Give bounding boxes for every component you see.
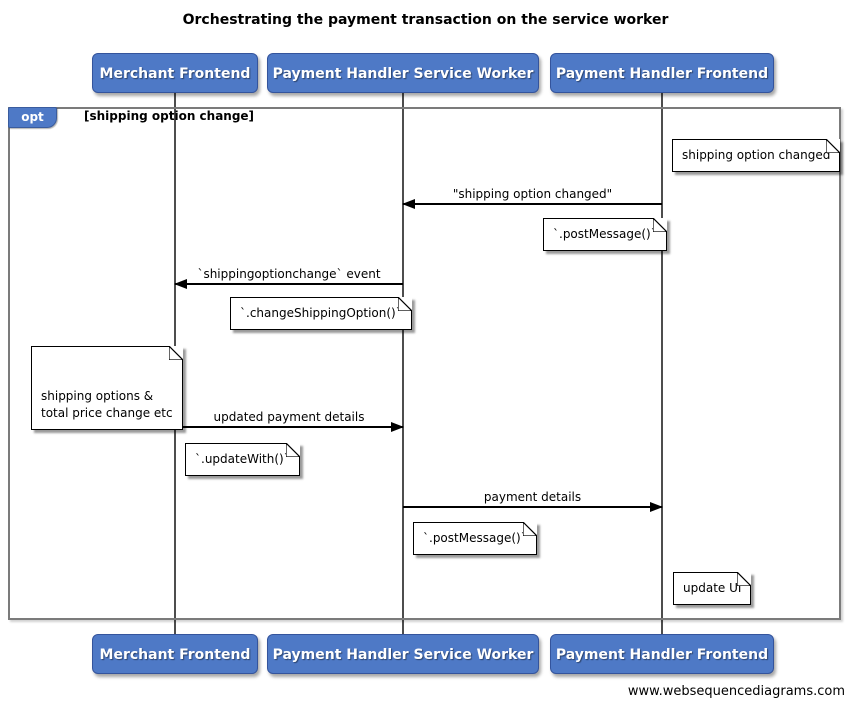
- opt-fragment-tab: opt: [8, 107, 57, 128]
- actor-payment-handler-frontend-bottom: Payment Handler Frontend: [550, 634, 774, 674]
- arrowhead-right-icon: [650, 502, 663, 512]
- note-text: shipping options & total price change et…: [41, 389, 173, 420]
- message-arrow-payment-details: [403, 502, 663, 512]
- note-updatewith: `.updateWith()`: [185, 443, 300, 476]
- actor-merchant-frontend-bottom: Merchant Frontend: [92, 634, 258, 674]
- actor-payment-handler-service-worker-bottom: Payment Handler Service Worker: [267, 634, 539, 674]
- message-arrow-shippingoptionchange-event: [174, 279, 403, 289]
- actor-merchant-frontend-top: Merchant Frontend: [92, 53, 258, 93]
- note-postmessage-2: `.postMessage()`: [413, 522, 537, 555]
- diagram-title: Orchestrating the payment transaction on…: [182, 12, 669, 28]
- message-label-shippingoptionchange-event: `shippingoptionchange` event: [197, 267, 381, 281]
- note-postmessage-1: `.postMessage()`: [543, 218, 667, 251]
- note-shipping-option-changed: shipping option changed: [672, 139, 841, 172]
- note-text: update UI: [683, 581, 742, 595]
- lifeline-payment-handler-frontend: [661, 93, 663, 634]
- message-arrow-shipping-option-changed: [402, 199, 662, 209]
- note-fold-icon: [522, 522, 537, 536]
- message-label-updated-payment-details: updated payment details: [213, 410, 365, 424]
- actor-payment-handler-frontend-top: Payment Handler Frontend: [550, 53, 774, 93]
- opt-fragment: [8, 107, 841, 620]
- message-label-shipping-option-changed: "shipping option changed": [452, 187, 613, 201]
- note-changeshippingoption: `.changeShippingOption()`: [230, 297, 412, 330]
- arrowhead-left-icon: [174, 279, 187, 289]
- arrowhead-right-icon: [391, 422, 404, 432]
- note-fold-icon: [826, 139, 841, 153]
- note-fold-icon: [285, 443, 300, 457]
- note-fold-icon: [397, 297, 412, 311]
- arrowhead-left-icon: [402, 199, 415, 209]
- note-update-ui: update UI: [673, 572, 752, 605]
- watermark-websequencediagrams: www.websequencediagrams.com: [627, 684, 845, 699]
- note-shipping-options-price-change: shipping options & total price change et…: [31, 346, 183, 430]
- note-text: `.changeShippingOption()`: [240, 306, 402, 320]
- lifeline-payment-handler-service-worker: [402, 93, 404, 634]
- opt-fragment-condition: [shipping option change]: [84, 109, 255, 123]
- note-text: `.updateWith()`: [195, 452, 290, 466]
- note-text: shipping option changed: [682, 148, 831, 162]
- message-label-payment-details: payment details: [483, 490, 582, 504]
- note-text: `.postMessage()`: [553, 227, 657, 241]
- note-fold-icon: [652, 218, 667, 232]
- note-text: `.postMessage()`: [423, 531, 527, 545]
- message-arrow-updated-payment-details: [175, 422, 404, 432]
- actor-payment-handler-service-worker-top: Payment Handler Service Worker: [267, 53, 539, 93]
- note-fold-icon: [168, 346, 183, 360]
- note-fold-icon: [737, 572, 752, 586]
